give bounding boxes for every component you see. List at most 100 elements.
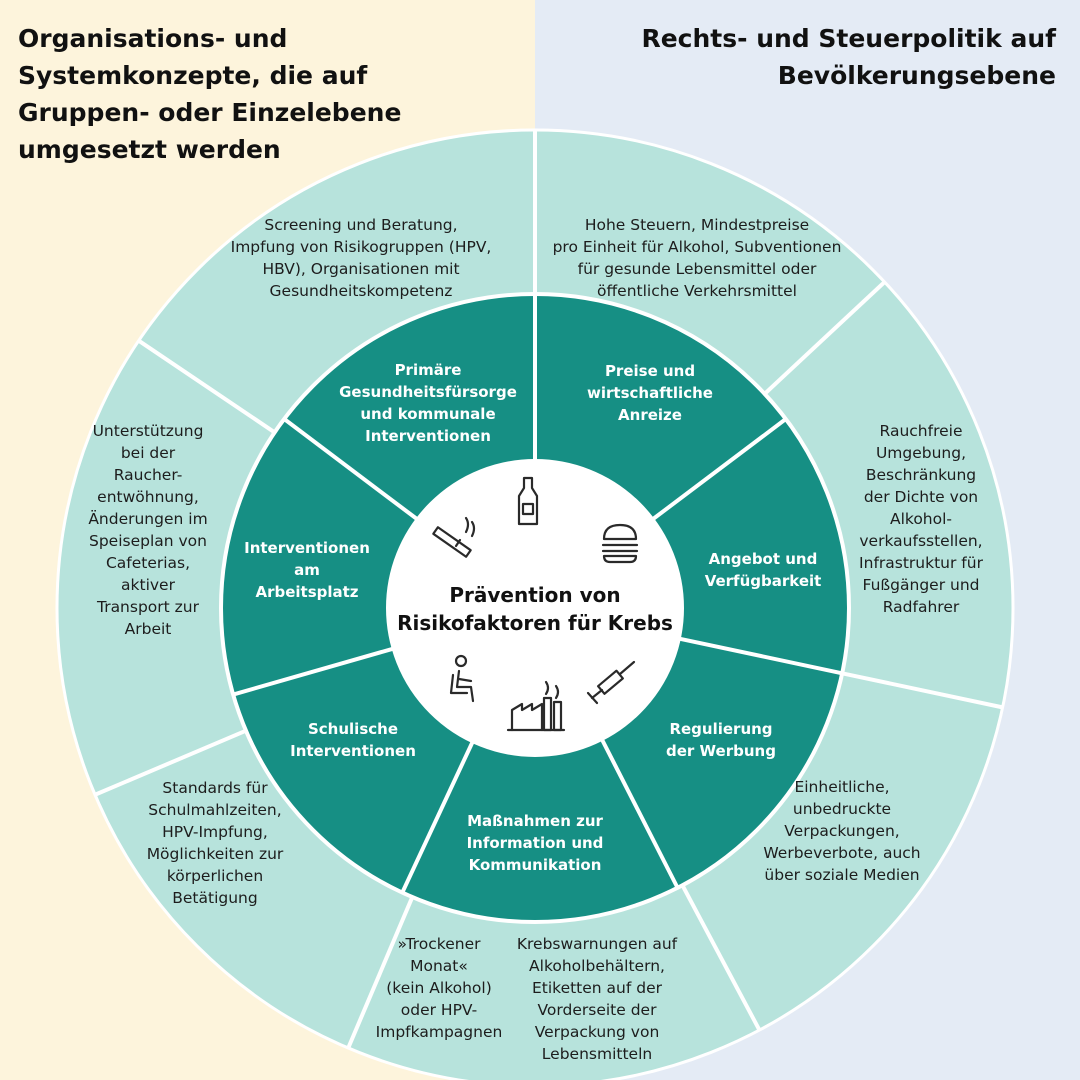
outer-segment-screening-line: Impfung von Risikogruppen (HPV, bbox=[231, 238, 492, 256]
outer-segment-umgebung-line: verkaufsstellen, bbox=[859, 532, 982, 550]
inner-segment-primaer-line: Interventionen bbox=[365, 427, 491, 445]
outer-segment-kampagnen-line: »Trockener bbox=[398, 935, 482, 953]
outer-segment-warnungen-line: Etiketten auf der bbox=[532, 979, 663, 997]
center-title-line: Prävention von bbox=[449, 583, 620, 607]
bottle-icon bbox=[517, 476, 539, 526]
outer-segment-schulmahlzeiten-line: Betätigung bbox=[172, 889, 257, 907]
outer-segment-warnungen-line: Verpackung von bbox=[535, 1023, 660, 1041]
outer-segment-warnungen-line: Krebswarnungen auf bbox=[517, 935, 678, 953]
inner-divider bbox=[400, 740, 475, 894]
inner-divider bbox=[599, 738, 680, 889]
inner-divider bbox=[651, 417, 787, 522]
sitting-person-icon bbox=[449, 654, 475, 703]
outer-divider bbox=[680, 884, 762, 1031]
inner-segment-primaer-line: Gesundheitsfürsorge bbox=[339, 383, 517, 401]
outer-segment-umgebung-line: Radfahrer bbox=[883, 598, 960, 616]
outer-segment-screening: Screening und Beratung, Impfung von Risik… bbox=[231, 216, 492, 300]
inner-segment-schule-line: Schulische bbox=[308, 720, 398, 738]
outer-segment-warnungen-line: Vorderseite der bbox=[538, 1001, 658, 1019]
heading-line: Organisations- und bbox=[18, 24, 288, 53]
outer-segment-raucherentwoehnung-line: bei der bbox=[121, 444, 176, 462]
outer-segment-raucherentwoehnung-line: Änderungen im bbox=[88, 509, 207, 528]
outer-segment-steuern-line: Hohe Steuern, Mindestpreise bbox=[585, 216, 809, 234]
outer-segment-raucherentwoehnung-line: Speiseplan von bbox=[89, 532, 207, 550]
outer-segment-raucherentwoehnung-line: aktiver bbox=[121, 576, 176, 594]
outer-segment-kampagnen-line: (kein Alkohol) bbox=[386, 979, 492, 997]
outer-segment-verpackungen-line: unbedruckte bbox=[793, 800, 891, 818]
outer-divider bbox=[94, 728, 247, 797]
outer-segment-raucherentwoehnung-line: Unterstützung bbox=[93, 422, 204, 440]
heading-line: Gruppen- oder Einzelebene bbox=[18, 98, 402, 127]
ring-separator bbox=[219, 292, 851, 924]
outer-segment-kampagnen-line: oder HPV- bbox=[401, 1001, 477, 1019]
outer-segment-verpackungen-line: Verpackungen, bbox=[784, 822, 899, 840]
heading-line: umgesetzt werden bbox=[18, 135, 281, 164]
outer-segment-screening-line: Gesundheitskompetenz bbox=[270, 282, 453, 300]
inner-divider bbox=[678, 636, 843, 676]
outer-segment-verpackungen-line: Werbeverbote, auch bbox=[763, 844, 920, 862]
outer-segment-umgebung-line: Rauchfreie bbox=[880, 422, 963, 440]
inner-segment-preise-line: Anreize bbox=[618, 406, 682, 424]
outer-segment-umgebung-line: Beschränkung bbox=[866, 466, 976, 484]
outer-segment-schulmahlzeiten-line: HPV-Impfung, bbox=[162, 823, 268, 841]
outer-segment-raucherentwoehnung-line: entwöhnung, bbox=[97, 488, 199, 506]
outer-segment-raucherentwoehnung-line: Raucher- bbox=[114, 466, 183, 484]
burger-icon bbox=[601, 523, 639, 564]
outer-segment-umgebung-line: Umgebung, bbox=[876, 444, 966, 462]
outer-segment-kampagnen-line: Impfkampagnen bbox=[376, 1023, 503, 1041]
inner-segment-primaer-line: Primäre bbox=[395, 361, 462, 379]
outer-segment-schulmahlzeiten-line: Möglichkeiten zur bbox=[147, 845, 284, 863]
inner-segment-primaer-line: und kommunale bbox=[360, 405, 495, 423]
heading-line: Systemkonzepte, die auf bbox=[18, 61, 368, 90]
outer-divider bbox=[137, 339, 276, 435]
outer-segment-kampagnen-line: Monat« bbox=[410, 957, 468, 975]
outer-segment-screening-line: Screening und Beratung, bbox=[264, 216, 457, 234]
factory-icon bbox=[506, 680, 566, 732]
inner-segment-arbeitsplatz-line: am bbox=[294, 561, 320, 579]
outer-segment-warnungen-line: Lebensmitteln bbox=[542, 1045, 652, 1063]
inner-segment-information-line: Kommunikation bbox=[469, 856, 602, 874]
outer-segment-raucherentwoehnung-line: Transport zur bbox=[96, 598, 200, 616]
outer-segment-steuern-line: öffentliche Verkehrsmittel bbox=[597, 282, 797, 300]
inner-segment-schule-line: Interventionen bbox=[290, 742, 416, 760]
outer-segment-verpackungen-line: Einheitliche, bbox=[794, 778, 889, 796]
outer-segment-steuern-line: für gesunde Lebensmittel oder bbox=[578, 260, 817, 278]
center-circle bbox=[386, 459, 684, 757]
inner-segment-werbung-line: der Werbung bbox=[666, 742, 776, 760]
outer-segment-raucherentwoehnung-line: Arbeit bbox=[125, 620, 172, 638]
outer-segment-schulmahlzeiten-line: Schulmahlzeiten, bbox=[148, 801, 281, 819]
outer-divider bbox=[841, 671, 1003, 710]
center-title-line: Risikofaktoren für Krebs bbox=[397, 611, 673, 635]
inner-segment-preise-line: wirtschaftliche bbox=[587, 384, 713, 402]
inner-segment-arbeitsplatz-line: Interventionen bbox=[244, 539, 370, 557]
inner-segment-angebot-line: Verfügbarkeit bbox=[705, 572, 822, 590]
outer-segment-warnungen-line: Alkoholbehältern, bbox=[529, 957, 665, 975]
outer-segment-umgebung-line: Infrastruktur für bbox=[859, 554, 984, 572]
outer-segment-umgebung-line: Fußgänger und bbox=[863, 576, 980, 594]
outer-segment-schulmahlzeiten-line: Standards für bbox=[162, 779, 268, 797]
outer-segment-raucherentwoehnung-line: Cafeterias, bbox=[106, 554, 190, 572]
outer-segment-umgebung-line: Alkohol- bbox=[890, 510, 952, 528]
outer-segment-verpackungen-line: über soziale Medien bbox=[764, 866, 919, 884]
inner-segment-information-line: Maßnahmen zur bbox=[467, 812, 603, 830]
inner-segment-preise-line: Preise und bbox=[605, 362, 695, 380]
inner-segment-arbeitsplatz-line: Arbeitsplatz bbox=[255, 583, 358, 601]
inner-segment-angebot-line: Angebot und bbox=[709, 550, 818, 568]
heading-line: Rechts- und Steuerpolitik auf bbox=[641, 24, 1056, 53]
outer-segment-schulmahlzeiten-line: körperlichen bbox=[167, 867, 263, 885]
